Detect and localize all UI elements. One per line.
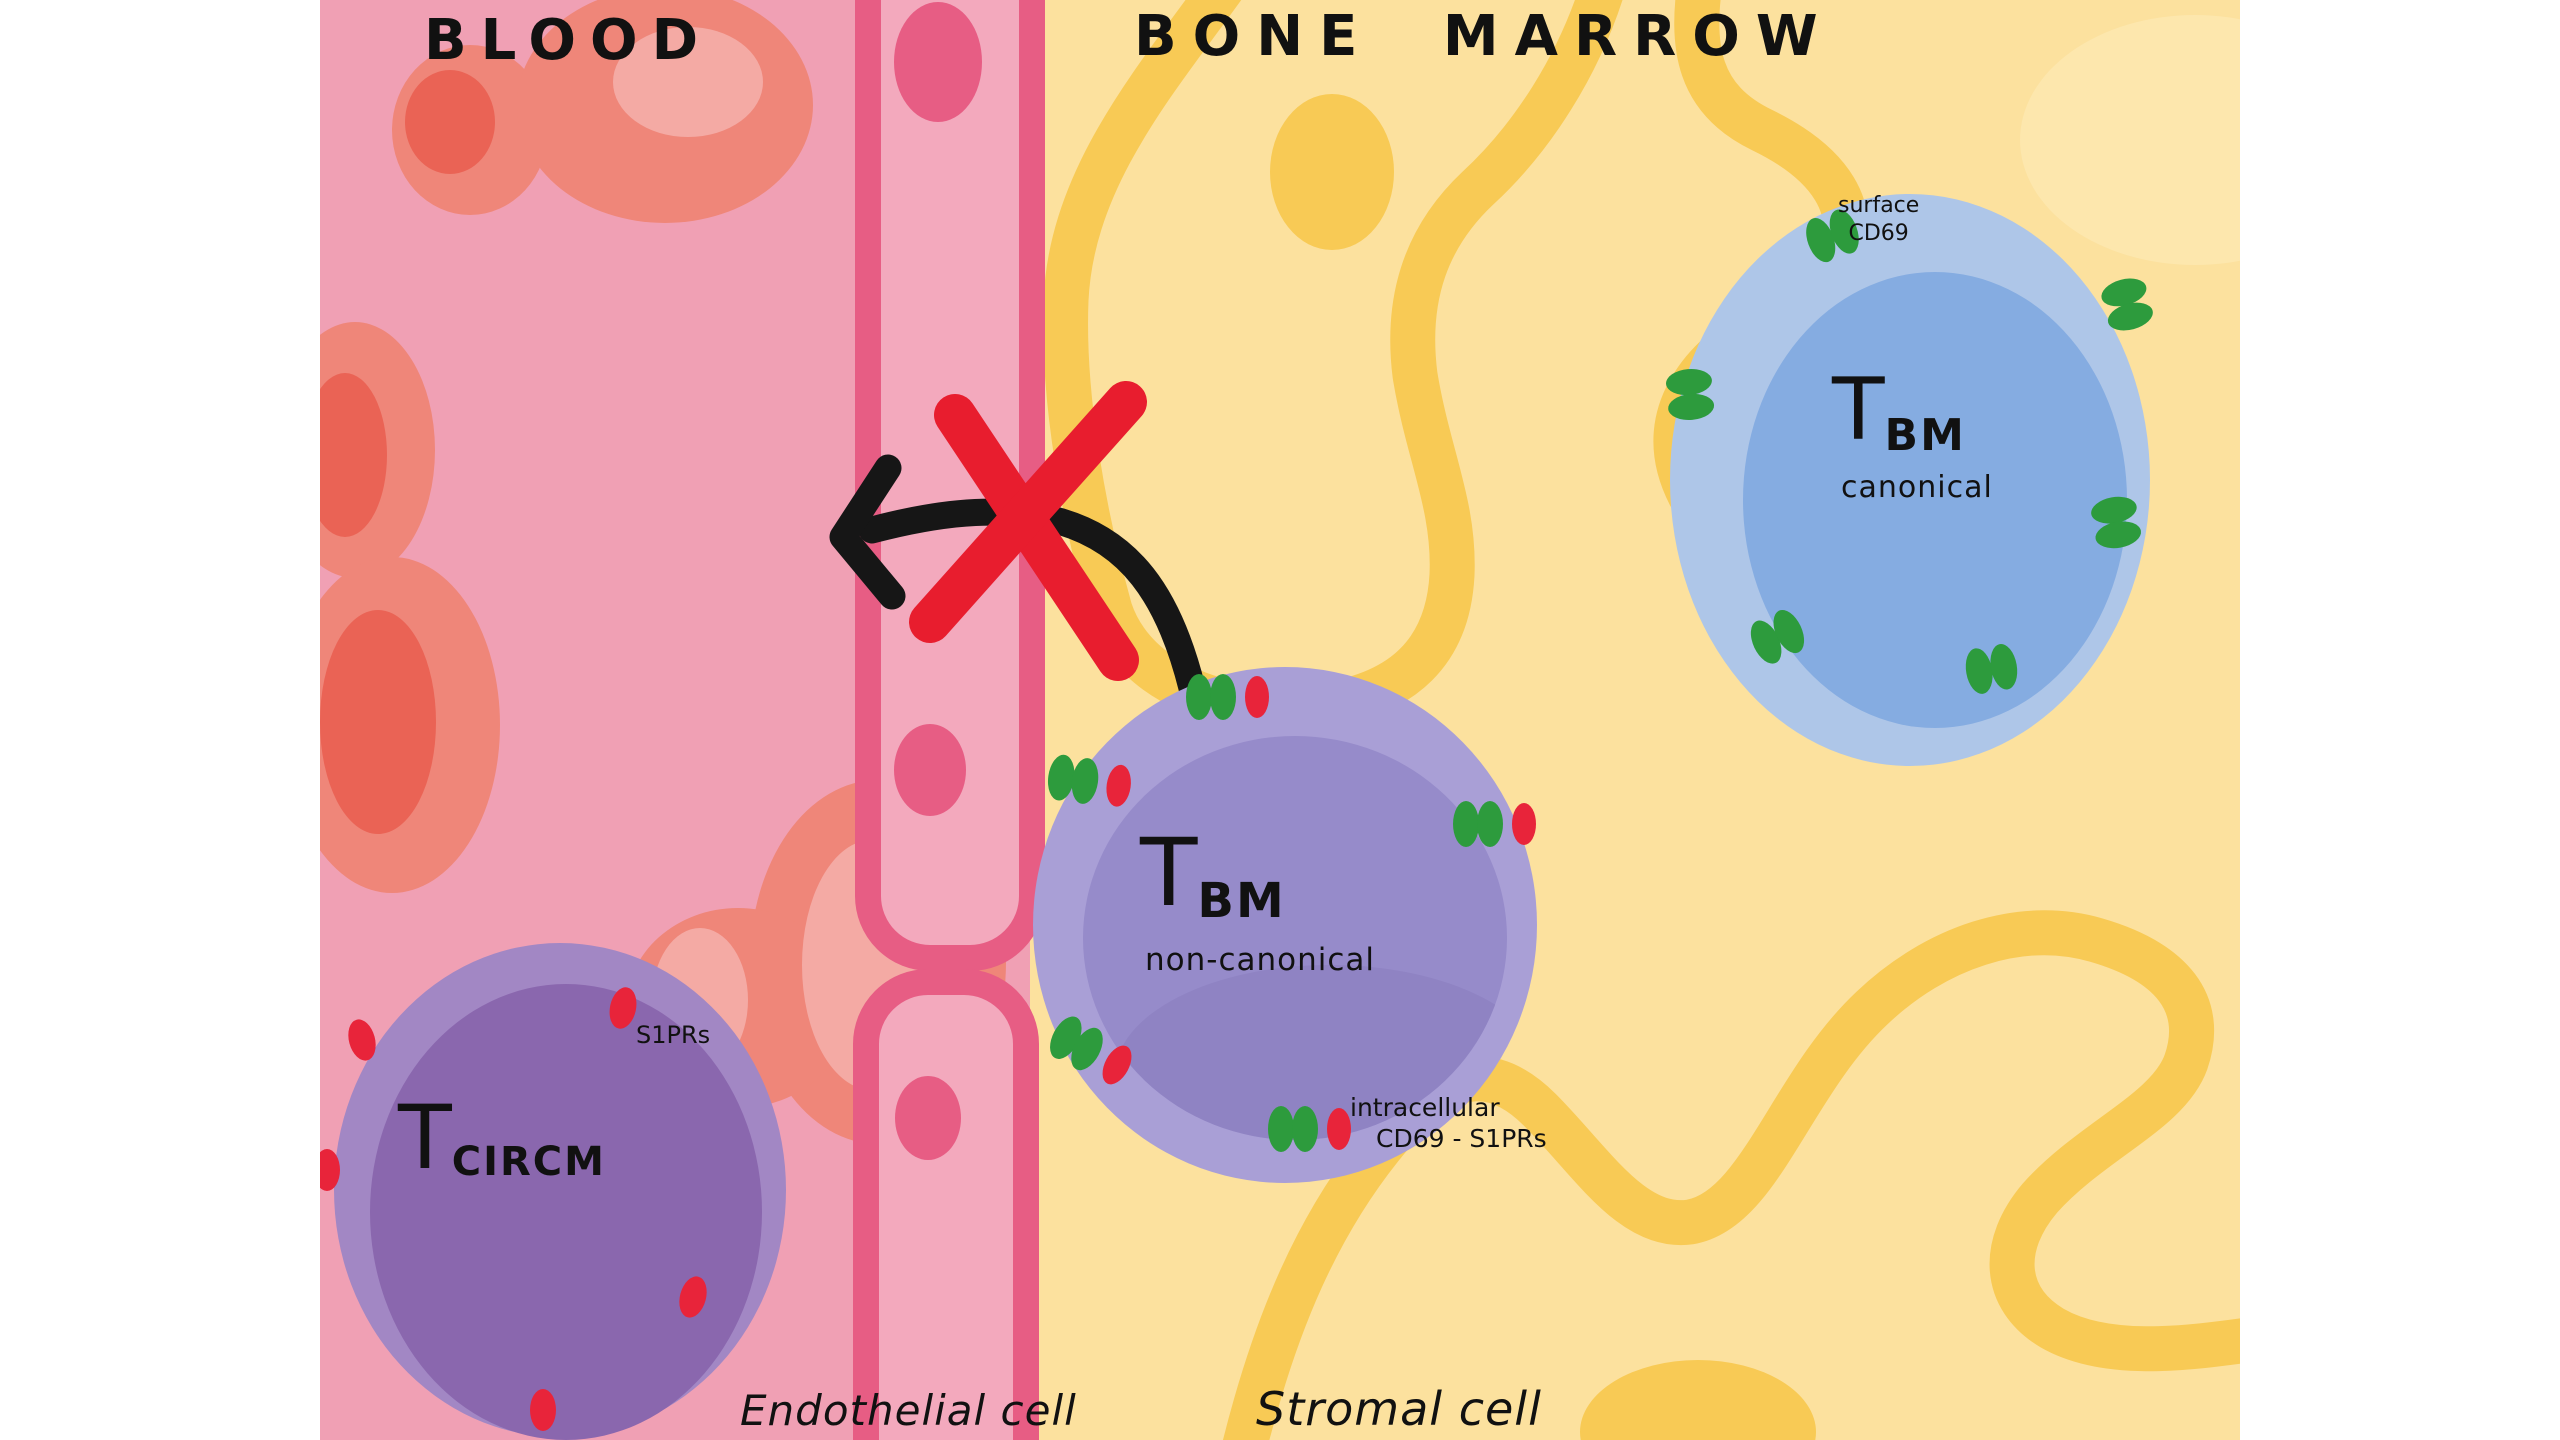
t-subscript: CIRCM	[451, 1139, 606, 1185]
t-symbol: T	[1140, 819, 1198, 928]
stromal-bottom-blob	[1580, 1360, 1816, 1440]
t-bm-non-canonical-type: non-canonical	[1145, 942, 1376, 978]
surface-cd69-annotation: surface CD69	[1838, 193, 1920, 246]
intracellular-cd69-s1pr-annotation: intracellular CD69 - S1PRs	[1350, 1093, 1547, 1154]
stromal-cell-body-parts	[1270, 94, 1816, 1440]
t-bm-canonical-inner	[1743, 272, 2127, 728]
blood-region-label: BLOOD	[424, 8, 713, 73]
endothelial-cell-capsule	[853, 969, 1039, 1440]
t-circm-cell	[334, 943, 786, 1440]
egress-arrow-icon	[829, 454, 1206, 702]
endothelial-nuclei	[894, 2, 982, 1160]
s1pr-dot-icons	[320, 987, 707, 1431]
block-x-icon	[909, 381, 1147, 681]
t-bm-canonical-type: canonical	[1841, 470, 1993, 505]
endothelial-cell-label: Endothelial cell	[740, 1386, 1077, 1435]
t-symbol: T	[1832, 360, 1885, 460]
t-subscript: BM	[1197, 873, 1286, 929]
t-subscript: BM	[1884, 410, 1966, 461]
t-symbol: T	[398, 1086, 452, 1189]
t-bm-non-canonical-cell	[1033, 667, 1537, 1183]
red-blood-cell-dark-cores	[320, 70, 495, 834]
endothelial-vessel	[853, 0, 1045, 1440]
cd69-s1pr-complex-icons	[1047, 674, 1536, 1152]
t-circm-inner	[370, 984, 762, 1440]
bone-marrow-region-label: BONE MARROW	[1134, 4, 1834, 69]
s1prs-annotation: S1PRs	[636, 1021, 711, 1049]
endothelial-cell-capsule	[855, 0, 1045, 971]
bone-marrow-highlight	[2020, 15, 2240, 265]
surface-cd69-icons	[1666, 209, 2153, 694]
stromal-nucleus	[1270, 94, 1394, 250]
stromal-cell-label: Stromal cell	[1256, 1382, 1542, 1436]
